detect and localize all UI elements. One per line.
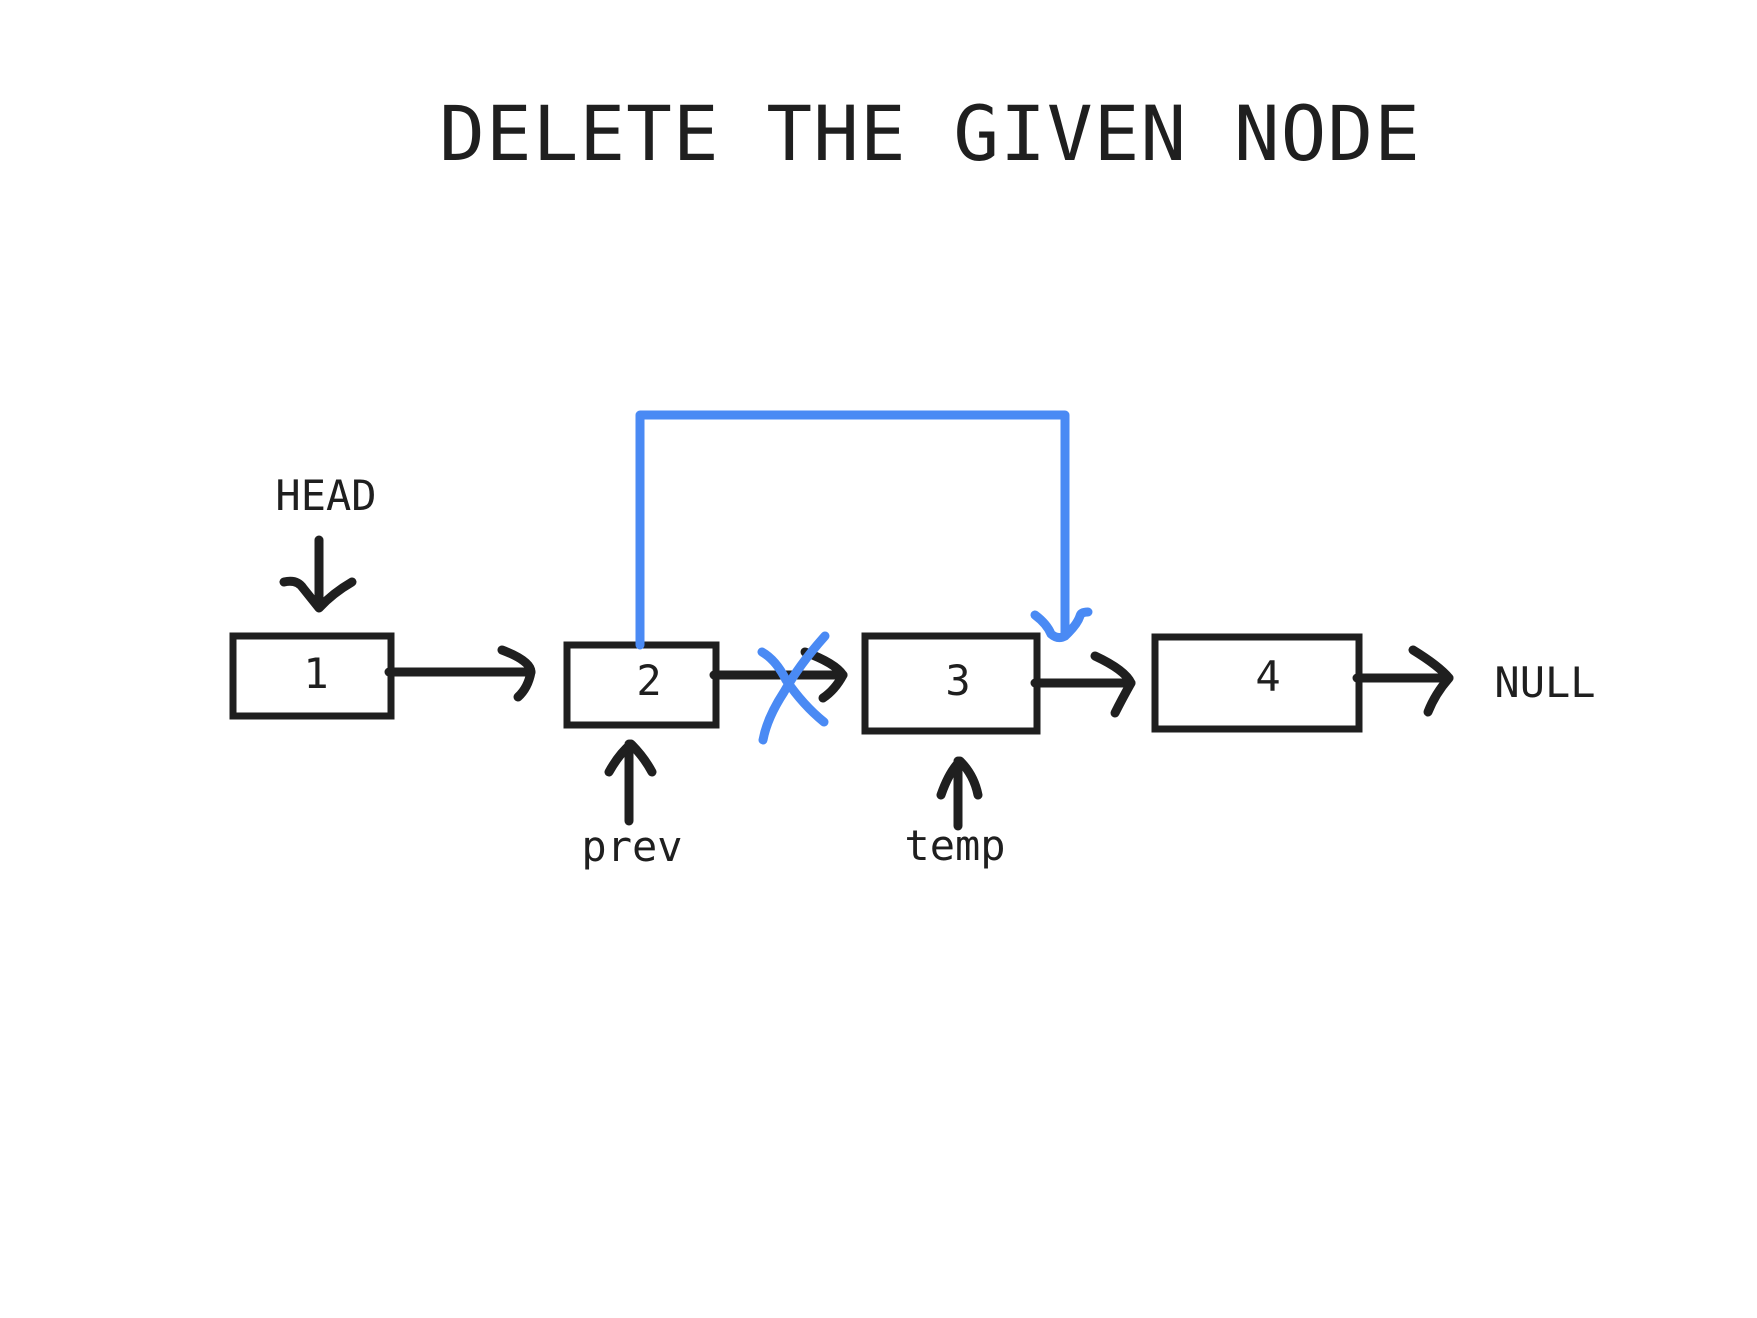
node-2-value: 2	[636, 656, 661, 705]
relink-arrow-2-to-4	[635, 410, 1093, 650]
node-3-value: 3	[945, 656, 970, 705]
next-arrow-3-to-4	[1030, 651, 1136, 718]
head-pointer-arrow	[279, 535, 357, 613]
temp-pointer-arrow	[936, 756, 983, 831]
prev-label: prev	[581, 822, 682, 871]
next-arrow-1-to-2	[384, 645, 536, 702]
list-node-4: 4	[1151, 633, 1363, 733]
node-1-box	[229, 632, 395, 720]
head-label: HEAD	[275, 471, 376, 520]
node-3-box	[861, 632, 1041, 735]
null-label: NULL	[1494, 658, 1595, 707]
node-4-box	[1151, 633, 1363, 733]
node-2-box	[563, 641, 720, 729]
list-node-2: 2	[563, 641, 720, 729]
prev-pointer-arrow	[604, 739, 657, 826]
list-node-3: 3	[861, 632, 1041, 735]
temp-label: temp	[904, 821, 1005, 870]
next-arrow-4-to-null	[1352, 645, 1454, 717]
cross-out-mark	[757, 631, 830, 745]
list-node-1: 1	[229, 632, 395, 720]
node-4-value: 4	[1255, 652, 1280, 701]
diagram-title: DELETE THE GIVEN NODE	[439, 89, 1421, 178]
node-1-value: 1	[303, 649, 328, 698]
